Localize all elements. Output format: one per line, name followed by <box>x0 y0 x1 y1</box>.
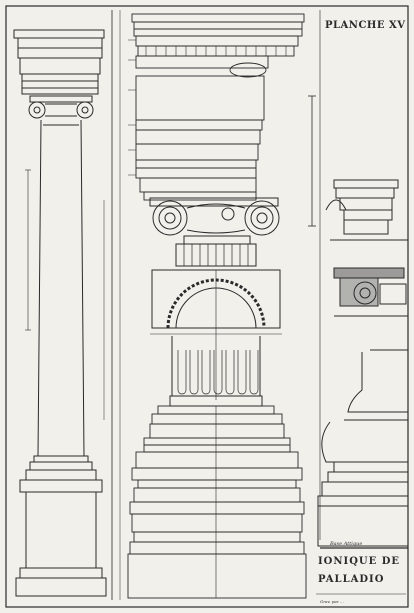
engraver-credit: Grav. par ... <box>320 599 344 604</box>
plate-title-line2: PALLADIO <box>318 574 385 585</box>
volute-big-left <box>152 200 188 236</box>
volute-profile-detail <box>333 267 408 317</box>
cornice <box>13 29 105 39</box>
base-profile-detail <box>317 349 409 549</box>
pedestal-die <box>25 491 97 569</box>
enlarged-entablature <box>131 13 305 201</box>
plinth-enlarged <box>127 553 307 599</box>
capital-plan <box>150 269 282 407</box>
frieze <box>19 57 101 75</box>
volute-left <box>28 101 46 119</box>
enlarged-ionic-capital <box>149 197 280 267</box>
cornice-profile-detail <box>325 179 408 241</box>
enlarged-base-pedestal <box>127 405 307 599</box>
volute-big-right <box>244 200 280 236</box>
plate-number: PLANCHE XV <box>325 20 406 31</box>
shaft-left-edge <box>37 119 42 457</box>
leaf-ornament <box>229 62 267 78</box>
plate-title-line1: IONIQUE DE <box>318 556 401 567</box>
scale-bar <box>308 95 316 227</box>
architrave-enlarged <box>135 159 257 179</box>
volute-right <box>76 101 94 119</box>
plate-border <box>5 5 409 608</box>
plinth <box>15 577 107 597</box>
detail-caption: Base Attique <box>330 541 363 547</box>
architrave <box>21 73 99 95</box>
abacus <box>29 95 93 103</box>
shaft-right-edge <box>80 119 85 457</box>
pedestal-cap <box>19 479 103 493</box>
full-column-elevation <box>13 29 107 597</box>
frieze-enlarged <box>135 75 265 121</box>
